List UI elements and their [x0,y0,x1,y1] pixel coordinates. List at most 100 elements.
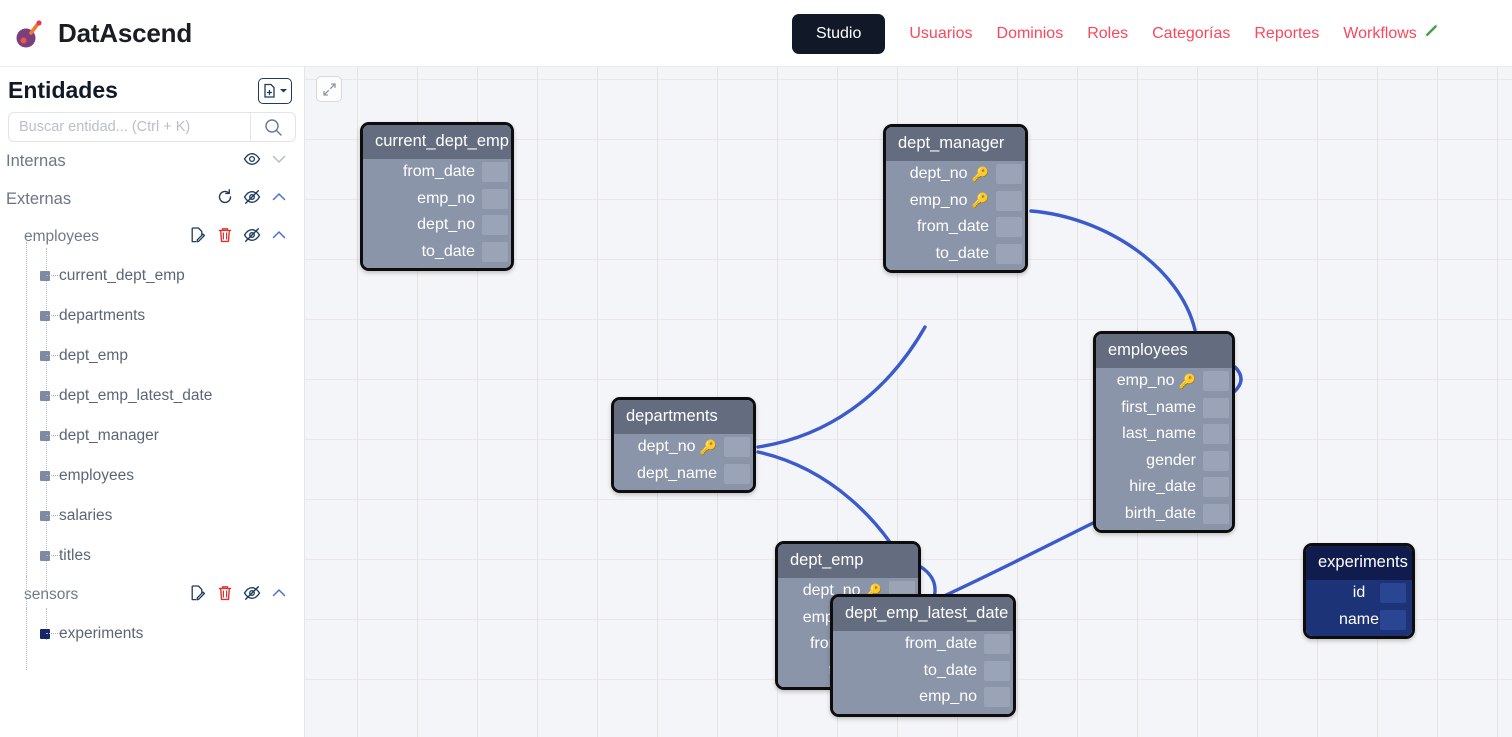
field-label: last_name [1122,425,1196,443]
field-type-block [724,463,750,484]
nav-item-workflows[interactable]: Workflows [1343,24,1417,42]
er-diagram-canvas[interactable]: current_dept_emp from_date emp_no dept_n… [305,67,1512,737]
brand[interactable]: DatAscend [0,16,192,50]
node-field-row[interactable]: emp_no🔑 [886,188,1025,215]
file-edit-icon[interactable] [189,226,207,249]
er-node-current_dept_emp[interactable]: current_dept_emp from_date emp_no dept_n… [360,122,514,271]
entity-dept_emp[interactable]: dept_emp [0,336,304,376]
node-field-row[interactable]: dept_name [614,461,753,488]
node-field-row[interactable]: emp_no [363,186,511,213]
node-field-row[interactable]: first_name [1096,395,1232,422]
entity-dept_manager[interactable]: dept_manager [0,416,304,456]
sidebar-source-sensors[interactable]: sensors [0,576,304,614]
node-field-row[interactable]: to_date [886,241,1025,268]
node-field-row[interactable]: id [1306,580,1412,607]
eye-slash-icon[interactable] [243,226,261,249]
nav-item-studio[interactable]: Studio [792,13,886,54]
node-fields: id name [1306,580,1412,636]
er-node-dept_emp_latest_date[interactable]: dept_emp_latest_date from_date to_date e… [830,594,1016,717]
entity-label: current_dept_emp [59,267,185,284]
entity-label: dept_emp [59,347,128,364]
group-label: Externas [6,189,72,208]
trash-icon[interactable] [216,226,234,249]
sidebar-group-internas[interactable]: Internas [0,142,304,180]
node-fields: from_date emp_no dept_no to_date [363,159,511,268]
node-field-row[interactable]: dept_no🔑 [886,161,1025,188]
tree-stub [46,475,60,476]
entity-label: dept_emp_latest_date [59,387,213,404]
search-bar[interactable] [8,112,296,142]
refresh-icon[interactable] [216,188,234,211]
node-fields: dept_no🔑 emp_no🔑 from_date to_date [886,161,1025,270]
expand-diagonal-icon[interactable] [316,76,342,102]
search-icon[interactable] [251,118,295,137]
entity-titles[interactable]: titles [0,536,304,576]
node-field-row[interactable]: to_date [363,239,511,266]
entity-salaries[interactable]: salaries [0,496,304,536]
node-field-row[interactable]: dept_no🔑 [614,434,753,461]
edge-dept_manager-employees [1029,209,1197,332]
file-edit-icon[interactable] [189,584,207,607]
field-type-block [482,162,508,183]
node-field-row[interactable]: from_date [886,214,1025,241]
eye-slash-icon[interactable] [243,584,261,607]
node-field-row[interactable]: birth_date [1096,501,1232,528]
search-input[interactable] [9,119,250,135]
entity-label: experiments [59,625,144,642]
bomb-logo-icon [12,16,46,50]
field-type-block [984,634,1010,655]
sidebar-header: Entidades [0,67,304,110]
entity-current_dept_emp[interactable]: current_dept_emp [0,256,304,296]
primary-key-icon: 🔑 [699,438,717,455]
er-node-departments[interactable]: departments dept_no🔑 dept_name [611,397,756,493]
nav-item-dominios[interactable]: Dominios [996,24,1064,42]
entity-departments[interactable]: departments [0,296,304,336]
entity-square-icon [40,629,50,639]
entity-square-icon [40,351,50,361]
eye-slash-icon[interactable] [243,188,261,211]
node-field-row[interactable]: to_date [833,658,1013,685]
sensors-entity-list: experiments [0,608,304,670]
sidebar-group-externas[interactable]: Externas [0,180,304,218]
entity-square-icon [40,391,50,401]
node-field-row[interactable]: emp_no [833,684,1013,711]
node-field-row[interactable]: from_date [833,631,1013,658]
node-field-row[interactable]: dept_no [363,212,511,239]
chevron-down-icon[interactable] [270,150,288,173]
nav-item-usuarios[interactable]: Usuarios [909,24,973,42]
er-node-employees[interactable]: employees emp_no🔑 first_name last_name g… [1093,331,1235,533]
node-title: employees [1096,334,1232,368]
source-label: sensors [24,586,79,603]
node-field-row[interactable]: last_name [1096,421,1232,448]
field-type-block [1203,371,1229,392]
field-label: birth_date [1124,504,1196,522]
add-file-dropdown-icon[interactable] [258,77,292,104]
eye-icon[interactable] [243,150,261,173]
chevron-up-icon[interactable] [270,226,288,249]
trash-icon[interactable] [216,584,234,607]
node-title: experiments [1306,546,1412,580]
node-field-row[interactable]: name [1306,607,1412,634]
nav-item-roles[interactable]: Roles [1087,24,1129,42]
entity-employees[interactable]: employees [0,456,304,496]
entity-experiments[interactable]: experiments [0,614,304,654]
er-node-experiments[interactable]: experiments id name [1303,543,1415,639]
node-field-row[interactable]: from_date [363,159,511,186]
node-field-row[interactable]: emp_no🔑 [1096,368,1232,395]
nav-item-categorias[interactable]: Categorías [1152,24,1231,42]
group-actions [216,188,288,211]
sidebar-source-employees[interactable]: employees [0,218,304,256]
node-field-row[interactable]: gender [1096,448,1232,475]
field-label: from_date [402,163,475,181]
chevron-up-icon[interactable] [270,188,288,211]
nav-item-reportes[interactable]: Reportes [1254,24,1320,42]
chevron-up-icon[interactable] [270,584,288,607]
source-label: employees [24,228,99,245]
node-fields: dept_no🔑 dept_name [614,434,753,490]
field-type-block [996,243,1022,264]
node-field-row[interactable]: hire_date [1096,474,1232,501]
field-type-block [984,660,1010,681]
tree-stub [46,555,60,556]
entity-dept_emp_latest_date[interactable]: dept_emp_latest_date [0,376,304,416]
er-node-dept_manager[interactable]: dept_manager dept_no🔑 emp_no🔑 from_date … [883,124,1028,273]
